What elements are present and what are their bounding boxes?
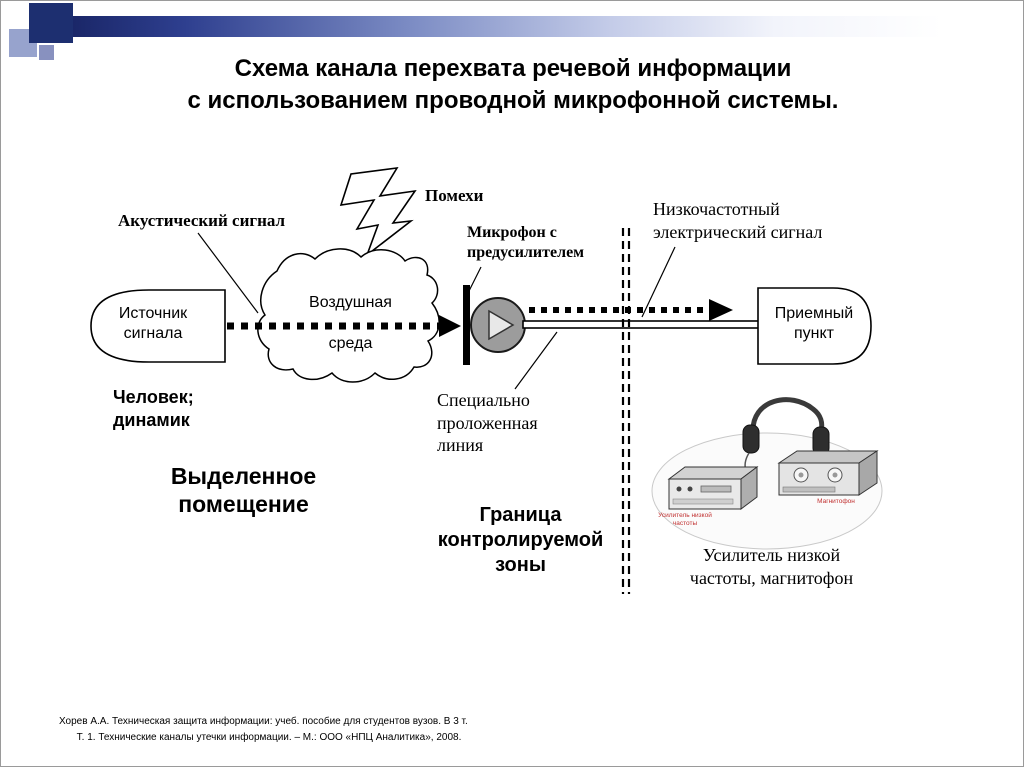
amplifier-display bbox=[700, 485, 732, 493]
microphone-label: Микрофон с предусилителем bbox=[467, 224, 585, 261]
leader-acoustic bbox=[197, 232, 259, 314]
human-speaker-label: Человек; динамик bbox=[113, 387, 194, 430]
air-medium-cloud-shape bbox=[257, 248, 440, 383]
slide-title-line2: с использованием проводной микрофонной с… bbox=[187, 87, 839, 115]
headphones-band bbox=[750, 397, 825, 434]
amplifier-front bbox=[668, 478, 742, 510]
amplifier-knob-1 bbox=[676, 486, 682, 492]
citation-line1: Хорев А.А. Техническая защита информации… bbox=[59, 716, 468, 727]
slide-title-line1: Схема канала перехвата речевой информаци… bbox=[234, 55, 792, 82]
interference-label: Помехи bbox=[425, 186, 484, 205]
air-medium-label-line1: Воздушная bbox=[309, 294, 392, 311]
leader-laid-line bbox=[514, 331, 558, 390]
signal-source-label: Источник сигнала bbox=[118, 305, 188, 342]
amplifier-knob-2 bbox=[687, 486, 693, 492]
citation-line2: Т. 1. Технические каналы утечки информац… bbox=[76, 731, 462, 743]
laid-line-label: Специально проложенная линия bbox=[437, 390, 538, 455]
headphone-cup-left bbox=[742, 424, 760, 454]
acoustic-signal-label: Акустический сигнал bbox=[118, 211, 286, 230]
leader-microphone bbox=[467, 266, 482, 294]
air-medium-label-line2: среда bbox=[328, 335, 373, 352]
device-caption-left: Усилитель низкой частоты bbox=[658, 512, 712, 527]
corner-square-small bbox=[39, 45, 54, 60]
equipment-label: Усилитель низкой частоты, магнитофон bbox=[689, 545, 854, 589]
dedicated-room-label: Выделенное помещение bbox=[170, 463, 317, 517]
electric-arrowhead bbox=[709, 299, 733, 321]
amplifier-vent bbox=[672, 498, 734, 505]
recorder-reel-left-hub bbox=[798, 472, 804, 478]
acoustic-arrowhead bbox=[439, 315, 461, 337]
top-gradient-bar bbox=[37, 16, 1021, 37]
citation: Хорев А.А. Техническая защита информации… bbox=[59, 714, 479, 745]
signal-source-shape bbox=[90, 289, 226, 363]
receiver-label: Приемный пункт bbox=[774, 305, 854, 342]
receiver-shape bbox=[757, 287, 872, 365]
low-frequency-signal-label: Низкочастотный электрический сигнал bbox=[653, 199, 823, 243]
leader-lowfreq bbox=[641, 246, 676, 318]
lightning-bolt-shape bbox=[339, 166, 417, 258]
microphone-bar bbox=[463, 285, 470, 365]
recorder-buttons bbox=[782, 486, 836, 493]
device-caption-right: Магнитофон bbox=[817, 498, 855, 505]
microphone-triangle-icon bbox=[488, 309, 515, 341]
recorder-reel-right-hub bbox=[832, 472, 838, 478]
zone-boundary-label: Граница контролируемой зоны bbox=[437, 504, 604, 576]
equipment-illustration bbox=[651, 397, 883, 550]
slide-title: Схема канала перехвата речевой информаци… bbox=[1, 53, 1023, 118]
laid-wire bbox=[522, 320, 760, 329]
corner-square-large bbox=[29, 3, 73, 43]
